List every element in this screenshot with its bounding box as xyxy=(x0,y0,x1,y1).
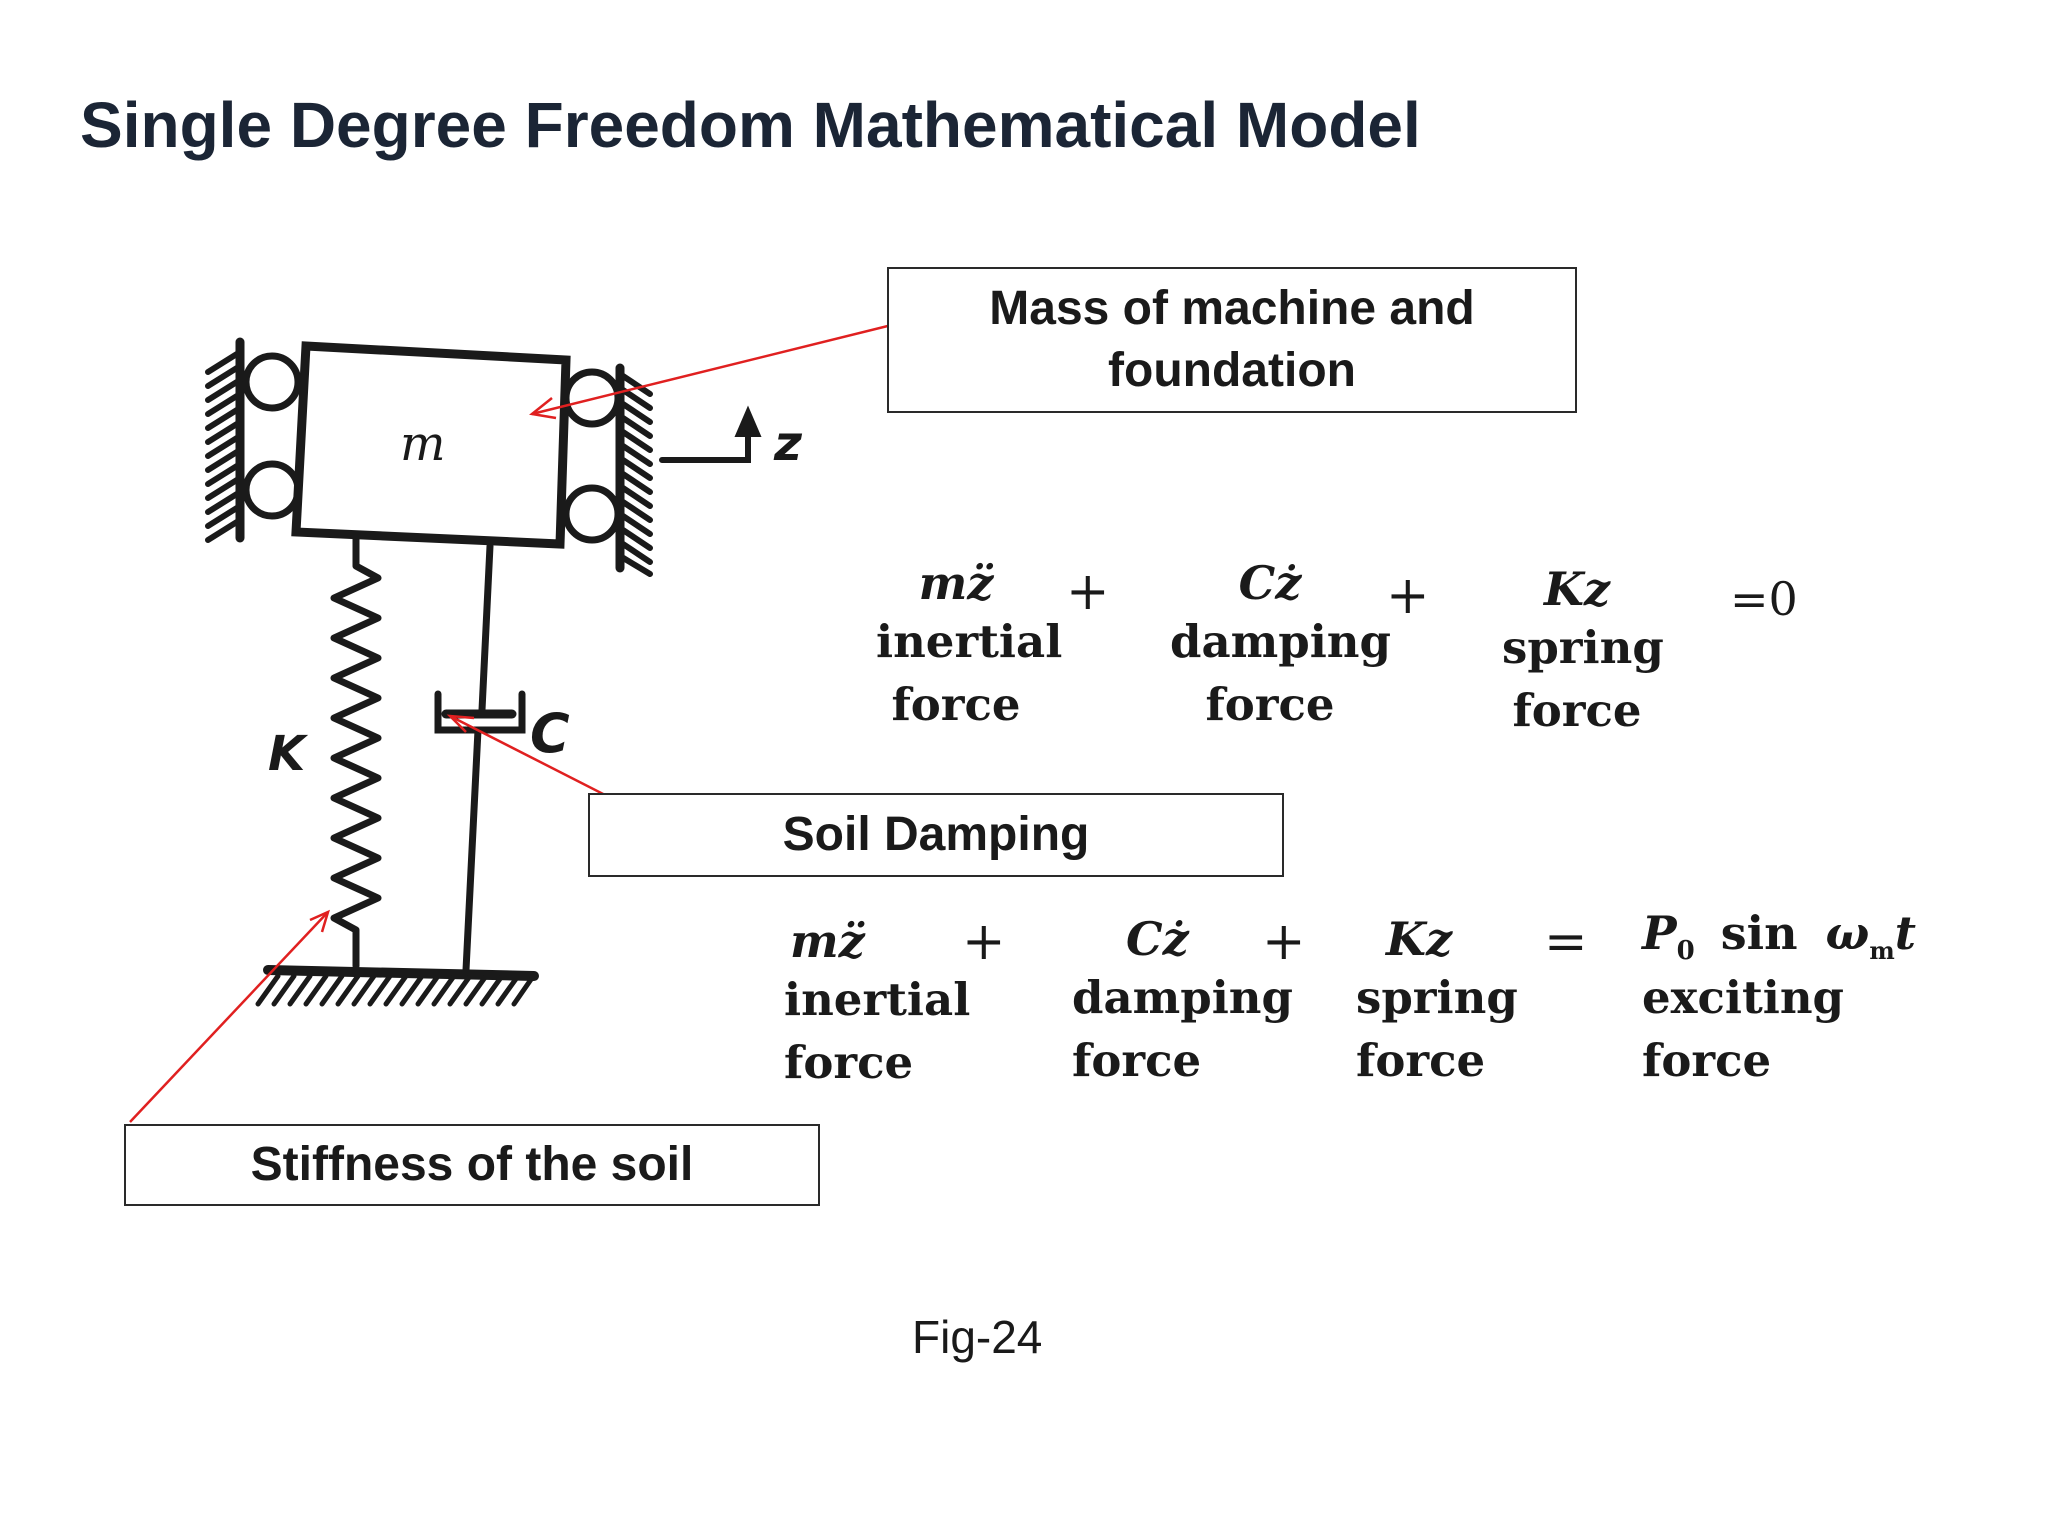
eq2-exciting-sin: sin xyxy=(1720,906,1798,960)
eq2-inertial-symbol: mz̈ xyxy=(790,914,865,968)
eq1-term-damping: Cż damping force xyxy=(1170,556,1391,736)
eq2-damping-label2: force xyxy=(1072,1034,1202,1087)
figure-caption: Fig-24 xyxy=(912,1311,1043,1363)
eq2-term-exciting: P0 sin ωmt exciting force xyxy=(1642,906,1942,1092)
left-wall xyxy=(205,337,245,543)
eq1-damping-label2: force xyxy=(1205,678,1335,731)
right-wall xyxy=(615,363,653,577)
stiffness-callout-label: Stiffness of the soil xyxy=(250,1137,694,1191)
mass-label: m xyxy=(400,416,446,472)
eq2-spring-symbol: Kz xyxy=(1386,912,1453,966)
eq2-spring-label2: force xyxy=(1356,1034,1486,1087)
eq1-rhs: =0 xyxy=(1730,572,1798,626)
eq1-inertial-symbol: mz̈ xyxy=(918,556,994,610)
eq2-exciting-p-sub: 0 xyxy=(1676,936,1695,967)
stiffness-callout-arrow xyxy=(129,909,330,1123)
mass-callout-line2: foundation xyxy=(1108,344,1356,397)
eq2-term-damping: Cż damping force xyxy=(1072,912,1293,1092)
roller-left-top xyxy=(242,352,302,412)
mass-callout: Mass of machine and foundation xyxy=(887,267,1577,413)
spring-k xyxy=(330,532,382,970)
damper-label: C xyxy=(530,702,570,765)
eq2-inertial-label1: inertial xyxy=(784,973,971,1026)
eq1-damping-symbol: Cż xyxy=(1238,556,1302,610)
eq1-term-inertial: mz̈ inertial force xyxy=(876,556,1063,736)
eq1-term-spring: Kz spring force xyxy=(1502,562,1664,742)
eq2-exciting-label1: exciting xyxy=(1642,971,1845,1025)
eq1-spring-label1: spring xyxy=(1502,621,1664,674)
eq2-spring-label1: spring xyxy=(1356,971,1518,1024)
eq2-term-spring: Kz spring force xyxy=(1356,912,1546,1092)
eq2-exciting-p: P xyxy=(1642,906,1677,960)
displacement-arrow xyxy=(659,405,762,463)
damping-callout: Soil Damping xyxy=(588,793,1284,877)
eq1-inertial-label2: force xyxy=(891,678,1021,731)
eq2-plus-1: + xyxy=(962,912,1006,972)
eq2-equals: = xyxy=(1544,912,1588,972)
eq1-spring-symbol: Kz xyxy=(1543,562,1611,616)
eq2-exciting-omega: ω xyxy=(1825,906,1870,960)
damping-callout-label: Soil Damping xyxy=(782,807,1090,861)
stiffness-callout: Stiffness of the soil xyxy=(124,1124,820,1206)
eq2-exciting-label2: force xyxy=(1642,1034,1772,1088)
roller-right-bottom xyxy=(562,484,622,544)
ground xyxy=(255,965,539,1007)
damper-c xyxy=(434,542,526,974)
eq2-inertial-label2: force xyxy=(784,1036,914,1089)
eq2-plus-2: + xyxy=(1262,912,1306,972)
eq1-plus-1: + xyxy=(1066,562,1110,622)
eq2-term-inertial: mz̈ inertial force xyxy=(784,914,974,1094)
eq1-damping-label1: damping xyxy=(1170,615,1391,668)
mass-callout-arrow xyxy=(529,318,913,420)
displacement-label: z xyxy=(773,416,803,472)
eq2-exciting-omega-sub: m xyxy=(1869,936,1895,966)
roller-left-bottom xyxy=(242,460,302,520)
eq1-plus-2: + xyxy=(1386,566,1430,626)
mass-block xyxy=(291,341,571,549)
mass-callout-line1: Mass of machine and xyxy=(989,281,1475,335)
eq2-damping-symbol: Cż xyxy=(1126,912,1189,966)
eq2-exciting-expression: P0 sin ωmt xyxy=(1642,906,1942,966)
eq2-exciting-t: t xyxy=(1894,906,1917,960)
eq1-spring-label2: force xyxy=(1512,684,1642,737)
slide-title: Single Degree Freedom Mathematical Model xyxy=(80,89,1421,161)
spring-label: K xyxy=(268,726,309,782)
eq2-damping-label1: damping xyxy=(1072,971,1293,1024)
eq1-inertial-label1: inertial xyxy=(876,615,1063,668)
